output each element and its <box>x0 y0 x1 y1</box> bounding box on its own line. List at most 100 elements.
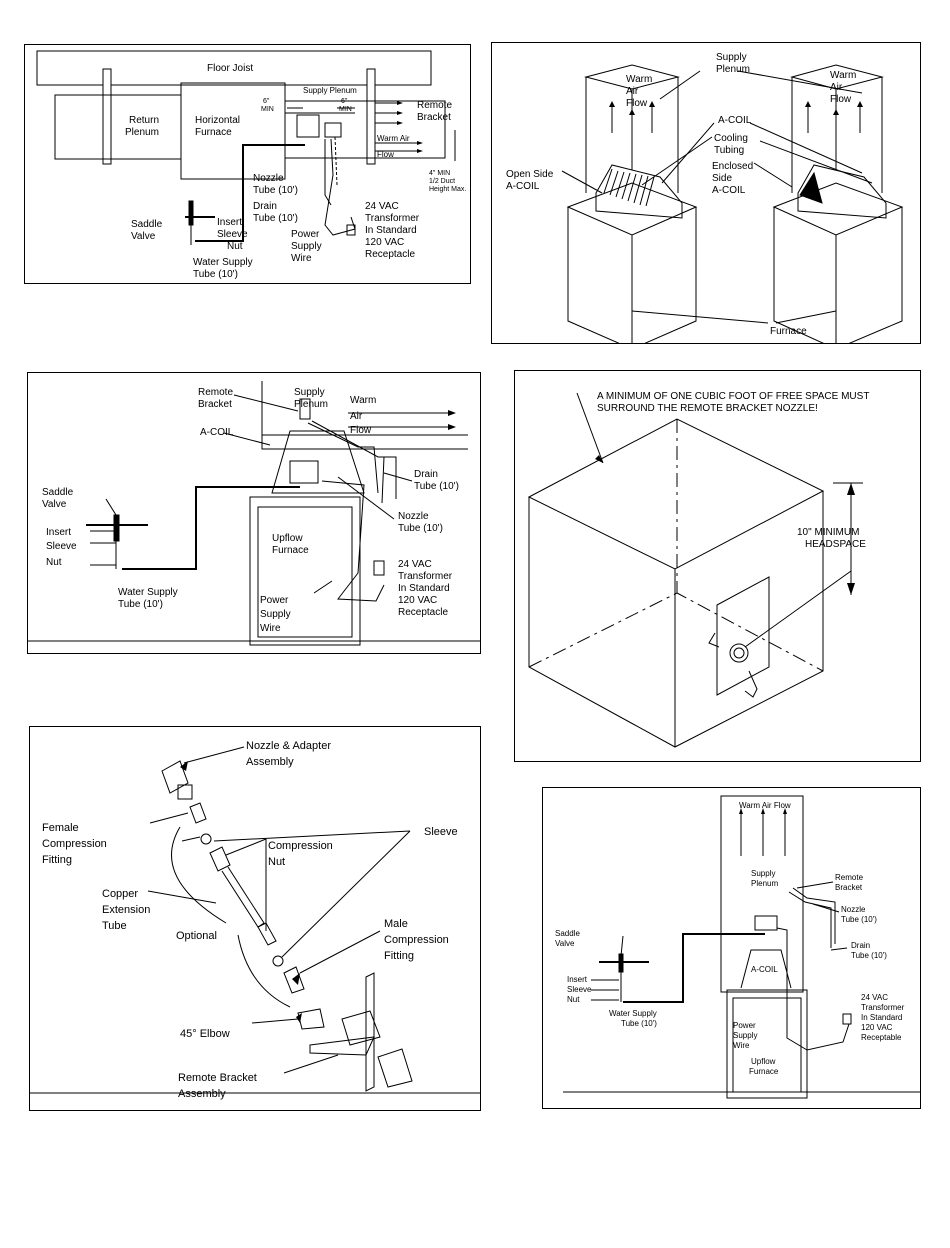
label-supply: Supply <box>751 869 775 878</box>
a-coil-diagram: Supply Plenum Warm Air Flow Warm Air Flo… <box>506 52 904 343</box>
label-supply: Supply <box>291 241 322 252</box>
label-vac: 24 VAC <box>365 201 399 212</box>
label-saddle: Saddle <box>42 487 74 498</box>
compression-nut-top <box>209 846 231 872</box>
label-supply: Supply <box>716 52 747 63</box>
label-power: Power <box>733 1021 756 1030</box>
label-saddle: Saddle <box>555 929 580 938</box>
remote-bracket-plate <box>365 972 375 1092</box>
label-cooling: Cooling <box>714 133 748 144</box>
label-assembly: Assembly <box>246 756 294 768</box>
remote-bracket <box>324 122 342 138</box>
label-120vac: 120 VAC <box>398 595 437 606</box>
remote-bracket <box>299 398 311 420</box>
label-min6a-2: MIN <box>261 106 274 113</box>
label-water-tube: Tube (10') <box>193 269 238 280</box>
label-transformer: Transformer <box>365 213 420 224</box>
label-plenum: Plenum <box>125 127 159 138</box>
label-120vac: 120 VAC <box>861 1023 893 1032</box>
label-nozzle-adapter: Nozzle & Adapter <box>246 740 331 752</box>
bracket-fitting-1 <box>341 1010 381 1046</box>
joist-hanger <box>366 68 376 165</box>
transformer-box <box>289 460 319 484</box>
label-in-standard: In Standard <box>365 225 417 236</box>
elbow <box>297 1008 325 1030</box>
label-sleeve: Sleeve <box>567 985 592 994</box>
label-warm: Warm <box>350 395 376 406</box>
label-in-standard: In Standard <box>861 1013 902 1022</box>
label-wire: Wire <box>291 253 312 264</box>
label-water-supply: Water Supply <box>609 1009 657 1018</box>
label-furnace: Furnace <box>195 127 232 138</box>
label-supply: Supply <box>294 387 325 398</box>
panel-horizontal-furnace: Floor Joist Supply Plenum Return Plenum … <box>24 44 471 284</box>
label-bracket: Bracket <box>198 399 232 410</box>
upflow-furnace-diagram: Remote Bracket Supply Plenum Warm Air Fl… <box>28 381 480 646</box>
upflow-detail-diagram: Warm Air Flow Supply Plenum Remote Brack… <box>555 795 920 1099</box>
label-power: Power <box>291 229 320 240</box>
label-female: Female <box>42 822 79 834</box>
label-flow-r: Flow <box>830 94 852 105</box>
label-air-l: Air <box>626 86 639 97</box>
label-return: Return <box>129 115 159 126</box>
label-furnace: Furnace <box>272 545 309 556</box>
label-min6b-2: MIN <box>339 106 352 113</box>
joist-hanger <box>102 68 112 165</box>
label-nut: Nut <box>567 995 580 1004</box>
label-sleeve: Sleeve <box>46 541 77 552</box>
label-drain-tube: Tube (10') <box>851 951 887 960</box>
label-min6a-1: 6" <box>263 98 270 105</box>
upflow-furnace <box>726 989 808 1099</box>
nozzle-adapter <box>161 760 189 794</box>
label-bracket: Bracket <box>835 883 863 892</box>
label-air-r: Air <box>830 82 843 93</box>
label-nut: Nut <box>227 241 243 252</box>
label-duct-1: 4" MIN <box>429 170 450 177</box>
a-coil <box>740 949 792 989</box>
label-extension: Extension <box>102 904 150 916</box>
label-drain: Drain <box>414 469 438 480</box>
label-nut: Nut <box>268 856 285 868</box>
label-note-1: A MINIMUM OF ONE CUBIC FOOT OF FREE SPAC… <box>597 391 869 402</box>
label-duct-3: Height Max. <box>429 186 466 193</box>
label-drain-tube: Tube (10') <box>253 213 298 224</box>
label-water-tube: Tube (10') <box>118 599 163 610</box>
label-remote: Remote <box>198 387 233 398</box>
label-nozzle-tube: Tube (10') <box>398 523 443 534</box>
label-furnace: Furnace <box>770 326 807 337</box>
label-tube: Tube <box>102 920 127 932</box>
label-male: Male <box>384 918 408 930</box>
floor-joist <box>36 50 432 86</box>
panel-nozzle-assembly: Nozzle & Adapter Assembly Female Compres… <box>29 726 481 1111</box>
label-transformer: Transformer <box>398 571 453 582</box>
label-wire: Wire <box>260 623 281 634</box>
label-duct-2: 1/2 Duct <box>429 178 455 185</box>
label-flow: Flow <box>377 150 394 159</box>
horizontal-furnace-diagram: Floor Joist Supply Plenum Return Plenum … <box>36 50 466 280</box>
label-nozzle: Nozzle <box>398 511 429 522</box>
label-valve: Valve <box>555 939 575 948</box>
label-elbow: 45° Elbow <box>180 1028 230 1040</box>
label-remote: Remote <box>835 873 864 882</box>
label-insert: Insert <box>567 975 588 984</box>
label-supply-plenum: Supply Plenum <box>303 86 357 95</box>
label-insert: Insert <box>217 217 242 228</box>
label-transformer: Transformer <box>861 1003 905 1012</box>
label-minimum: 10" MINIMUM <box>797 527 859 538</box>
label-furnace: Furnace <box>749 1067 779 1076</box>
nozzle-assembly-diagram: Nozzle & Adapter Assembly Female Compres… <box>30 740 480 1100</box>
label-nozzle: Nozzle <box>841 905 866 914</box>
label-a-coil: A-COIL <box>718 115 752 126</box>
label-copper: Copper <box>102 888 138 900</box>
remote-bracket-plate <box>716 576 770 696</box>
label-flow-l: Flow <box>626 98 648 109</box>
label-open-coil: A-COIL <box>506 181 540 192</box>
transformer-box <box>296 114 320 138</box>
label-compression: Compression <box>42 838 107 850</box>
label-warm-r: Warm <box>830 70 856 81</box>
label-valve: Valve <box>131 231 156 242</box>
label-sleeve: Sleeve <box>217 229 248 240</box>
label-male-compression: Compression <box>384 934 449 946</box>
panel-a-coil: Supply Plenum Warm Air Flow Warm Air Flo… <box>491 42 921 344</box>
label-tubing: Tubing <box>714 145 744 156</box>
